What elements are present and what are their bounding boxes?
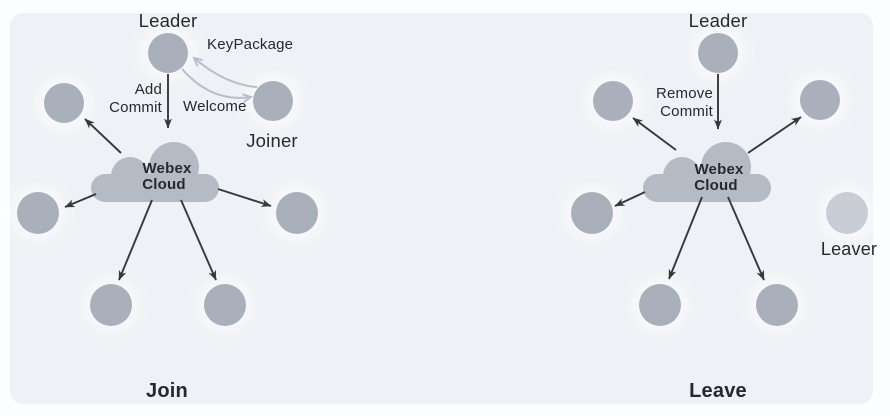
leaver-node [826,192,868,234]
cloud-base [643,174,771,202]
leader-label: Leader [689,10,748,31]
spoke-arrow [727,196,765,281]
member-node [17,192,59,234]
spoke-arrow [614,191,646,207]
leave-diagram: Webex Cloud Leader Remove Commit Leaver … [571,10,877,402]
member-node [800,80,840,120]
member-node [571,192,613,234]
member-node [593,81,633,121]
add-commit-label-line1: Add [135,81,162,98]
leaver-label: Leaver [821,239,877,259]
leader-node [148,33,188,73]
cloud-base [91,174,219,202]
spoke-arrow [118,199,153,281]
spoke-arrow [84,118,122,154]
leave-caption: Leave [689,380,747,402]
join-caption: Join [146,380,188,402]
member-node [44,83,84,123]
spoke-arrow [632,117,677,151]
diagram-panel [10,13,873,404]
leader-label: Leader [139,10,198,31]
spoke-arrow [180,199,217,281]
spoke-arrow [668,196,703,280]
webex-cloud-shape [643,142,771,202]
spoke-arrow [64,193,97,208]
member-node [639,284,681,326]
member-node [90,284,132,326]
member-node [204,284,246,326]
leader-node [698,33,738,73]
cloud-label-line2: Cloud [694,177,738,194]
cloud-label-line1: Webex [694,161,744,178]
spoke-arrow [747,116,802,154]
remove-commit-label-line1: Remove [656,85,713,102]
member-node [276,192,318,234]
joiner-node [253,81,293,121]
welcome-label: Welcome [183,98,247,115]
keypackage-arrow [192,56,258,88]
keypackage-label: KeyPackage [207,36,293,53]
cloud-label-line2: Cloud [142,176,186,193]
joiner-label: Joiner [246,130,298,151]
member-node [756,284,798,326]
remove-commit-label-line2: Commit [660,103,713,120]
add-commit-label-line2: Commit [109,99,162,116]
webex-cloud-shape [91,142,219,202]
welcome-arrow [181,68,254,103]
join-diagram: Webex Cloud Leader Joiner KeyPackage Wel… [17,10,318,402]
spoke-arrow [217,188,272,207]
cloud-label-line1: Webex [142,160,192,177]
